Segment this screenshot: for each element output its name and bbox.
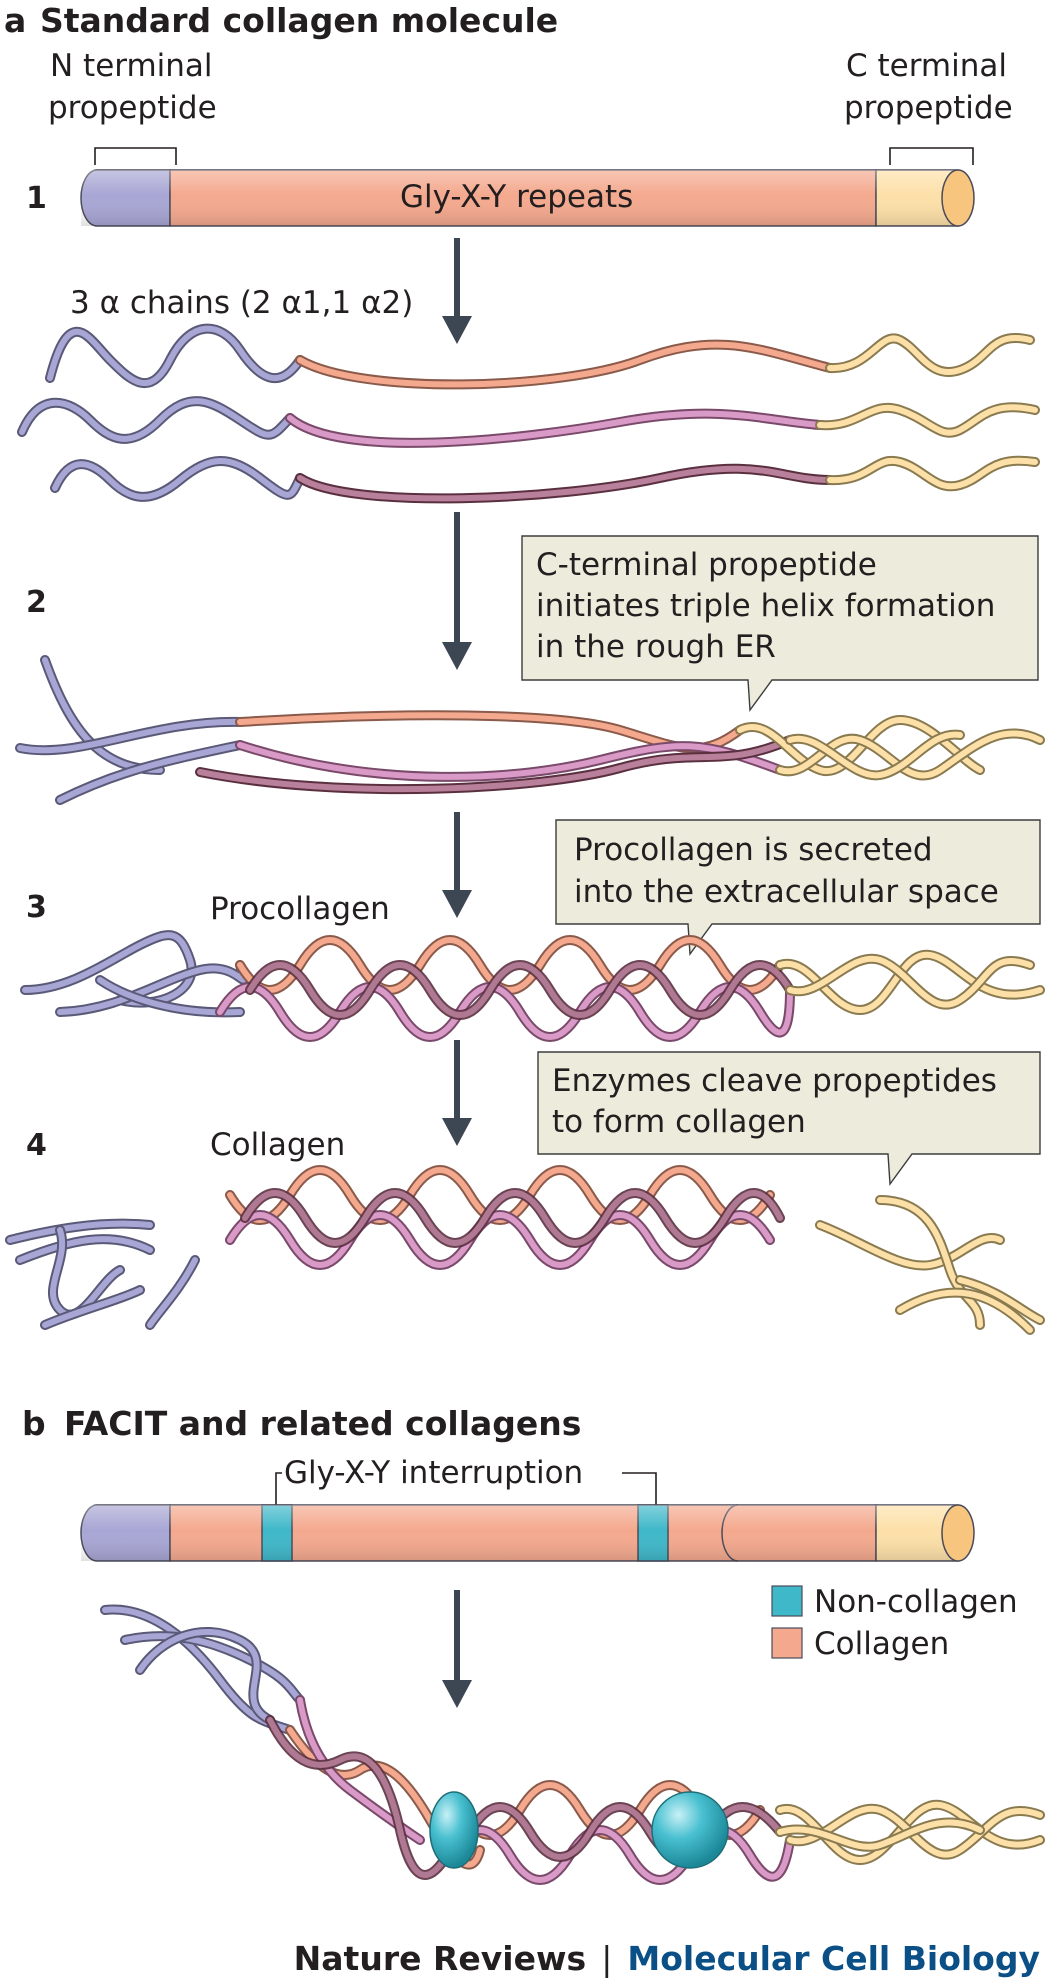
alpha-chains [17, 323, 1040, 504]
down-arrow-icon [442, 238, 472, 344]
repeats-label: Gly-X-Y repeats [400, 179, 633, 215]
panel-a-letter: a [4, 1, 26, 40]
callout-4-line1: Enzymes cleave propeptides [552, 1063, 997, 1099]
step-2-label: 2 [26, 585, 47, 620]
procollagen-helix [20, 930, 1045, 1042]
interruption-bracket-left [275, 1472, 282, 1505]
partial-triple-helix [15, 655, 1045, 805]
interruption-bracket-right [622, 1472, 657, 1505]
callout-2: C-terminal propeptide initiates triple h… [521, 535, 1039, 712]
chains-label: 3 α chains (2 α1,1 α2) [70, 285, 413, 321]
legend-label-noncollagen: Non-collagen [814, 1584, 1018, 1620]
callout-4-line2: to form collagen [552, 1104, 806, 1140]
down-arrow-icon [442, 1590, 472, 1708]
step-4-label: 4 [26, 1128, 47, 1163]
panel-a-title: Standard collagen molecule [40, 1, 558, 40]
panel-b-title: FACIT and related collagens [64, 1404, 581, 1443]
legend-label-collagen: Collagen [814, 1626, 949, 1662]
callout-2-line2: initiates triple helix formation [536, 588, 995, 624]
c-terminal-label-line1: C terminal [846, 48, 1007, 84]
down-arrow-icon [442, 1040, 472, 1146]
down-arrow-icon [442, 512, 472, 670]
c-terminal-bracket [889, 147, 974, 165]
alpha-chain-2 [17, 396, 1040, 448]
alpha-chain-3 [50, 455, 1040, 504]
footer-separator: | [601, 1939, 612, 1978]
callout-2-line1: C-terminal propeptide [536, 547, 877, 583]
n-terminal-bracket [94, 147, 177, 165]
c-terminal-label-line2: propeptide [844, 90, 1013, 126]
legend-swatch-collagen [771, 1627, 803, 1659]
collagen-cylinder-a [80, 169, 975, 227]
callout-4: Enzymes cleave propeptides to form colla… [537, 1051, 1041, 1186]
collagen-cylinder-b [80, 1504, 975, 1562]
noncollagen-domain-1 [429, 1791, 479, 1869]
procollagen-label: Procollagen [210, 891, 390, 927]
panel-b-letter: b [22, 1404, 46, 1443]
callout-2-line3: in the rough ER [536, 629, 776, 665]
n-terminal-label-line1: N terminal [50, 48, 213, 84]
legend-swatch-noncollagen [771, 1585, 803, 1617]
callout-pointer-icon [521, 535, 1039, 712]
footer-credit: Nature Reviews | Molecular Cell Biology [294, 1939, 1040, 1978]
callout-3-line1: Procollagen is secreted [574, 832, 933, 868]
noncollagen-domain-2 [651, 1791, 729, 1869]
step-1-label: 1 [26, 181, 47, 216]
footer-section: Molecular Cell Biology [627, 1939, 1040, 1978]
legend: Non-collagen Collagen [771, 1584, 1018, 1662]
callout-3: Procollagen is secreted into the extrace… [555, 819, 1041, 956]
collagen-triple-helix [225, 1165, 785, 1270]
down-arrow-icon [442, 812, 472, 918]
cleaved-c-propeptides [815, 1195, 1045, 1335]
callout-pointer-icon [537, 1051, 1041, 1186]
callout-3-line2: into the extracellular space [574, 874, 999, 910]
n-terminal-label-line2: propeptide [48, 90, 217, 126]
collagen-label: Collagen [210, 1127, 345, 1163]
alpha-chain-1 [45, 323, 1035, 390]
footer-journal: Nature Reviews [294, 1939, 586, 1978]
interruption-label: Gly-X-Y interruption [284, 1455, 583, 1491]
cleaved-n-propeptides [5, 1218, 200, 1330]
step-3-label: 3 [26, 890, 47, 925]
